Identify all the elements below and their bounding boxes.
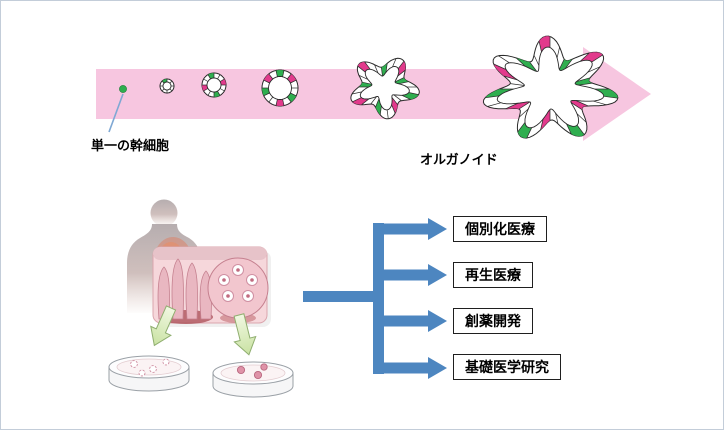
branch-arrow-2 bbox=[384, 264, 447, 286]
organoid-stage bbox=[261, 69, 299, 107]
organoid-colonies-outline bbox=[130, 358, 170, 377]
isolation-arrow-right bbox=[233, 313, 257, 356]
isolation-arrow-left bbox=[150, 305, 177, 347]
branch-arrow-3 bbox=[384, 310, 447, 332]
intestinal-tissue-illustration bbox=[152, 246, 271, 327]
organoid-stage bbox=[482, 35, 619, 139]
branch-arrow-4 bbox=[384, 357, 447, 379]
organoid-stage bbox=[159, 78, 175, 94]
organoid-growth-stages bbox=[159, 35, 619, 139]
application-box-basic-research: 基礎医学研究 bbox=[453, 354, 561, 380]
organoid-colonies-filled bbox=[236, 363, 268, 380]
stem-cell-label: 単一の幹細胞 bbox=[91, 138, 170, 153]
branch-feeder-line bbox=[303, 291, 379, 302]
villus bbox=[171, 258, 184, 320]
organoid-stage bbox=[350, 57, 420, 120]
branch-arrow-1 bbox=[384, 218, 447, 240]
branch-vertical-bar bbox=[373, 223, 384, 374]
petri-dish-right bbox=[212, 361, 294, 398]
villus bbox=[185, 262, 198, 320]
petri-dish-left bbox=[108, 355, 190, 392]
stem-cell-pointer-line bbox=[108, 93, 124, 133]
application-box-drug-development: 創薬開発 bbox=[453, 308, 533, 334]
application-box-personalized-medicine: 個別化医療 bbox=[453, 216, 547, 242]
crypt-rosettes bbox=[218, 264, 258, 302]
organoid-label: オルガノイド bbox=[420, 152, 498, 167]
application-box-regenerative-medicine: 再生医療 bbox=[453, 262, 533, 288]
organoid-stage bbox=[201, 72, 227, 98]
branch-connector bbox=[303, 218, 447, 379]
stem-cell-dot bbox=[119, 85, 127, 93]
